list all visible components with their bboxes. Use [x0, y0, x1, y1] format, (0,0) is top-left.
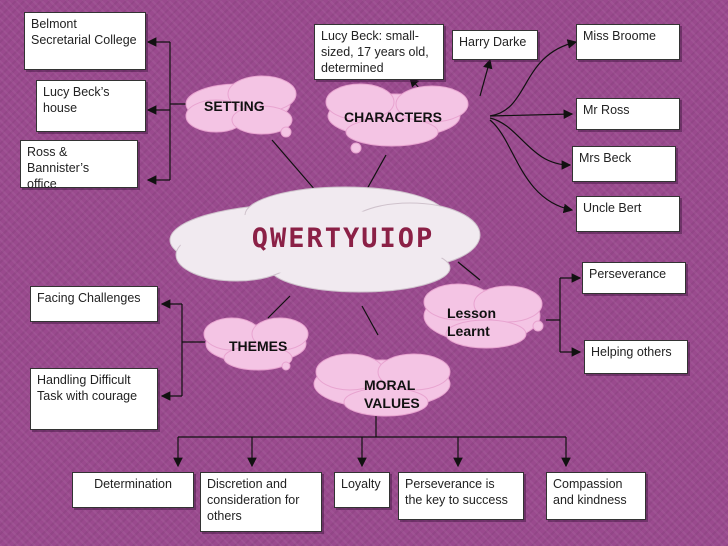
- theme-item-text: Handling Difficult Task with courage: [37, 373, 138, 403]
- connector-harry: [479, 58, 493, 97]
- theme-item-text: Facing Challenges: [37, 291, 141, 305]
- setting-item: Ross & Bannister’s office: [20, 140, 138, 191]
- setting-label: SETTING: [204, 98, 265, 114]
- connector-bert: [489, 119, 574, 214]
- themes-bracket: [181, 304, 205, 396]
- setting-item-text: Belmont Secretarial College: [31, 17, 137, 47]
- theme-item: Facing Challenges: [30, 286, 158, 322]
- setting-item-text: Ross & Bannister’s office: [27, 145, 90, 191]
- lesson-learnt-label: Lesson Learnt: [447, 305, 497, 339]
- moral-item-text: Determination: [94, 477, 172, 491]
- setting-item: Belmont Secretarial College: [24, 12, 146, 70]
- connector-lesson: [457, 261, 481, 281]
- theme-item: Handling Difficult Task with courage: [30, 368, 158, 430]
- moral-item-text: Loyalty: [341, 477, 381, 491]
- connector-broome: [489, 39, 578, 117]
- lesson-item: Helping others: [584, 340, 688, 374]
- moral-item-text: Compassion and kindness: [553, 477, 627, 507]
- character-item: Mrs Beck: [572, 146, 676, 182]
- character-item-text: Mr Ross: [583, 103, 630, 117]
- character-item: Lucy Beck: small- sized, 17 years old, d…: [314, 24, 444, 80]
- setting-item: Lucy Beck’s house: [36, 80, 146, 132]
- character-item-text: Harry Darke: [459, 35, 527, 49]
- character-item: Miss Broome: [576, 24, 680, 60]
- moral-item-text: Discretion and consideration for others: [207, 477, 300, 523]
- moral-item-text: Perseverance is the key to success: [405, 477, 508, 507]
- moral-item: Loyalty: [334, 472, 390, 508]
- lesson-item-text: Perseverance: [589, 267, 667, 281]
- character-item: Harry Darke: [452, 30, 538, 60]
- character-item: Uncle Bert: [576, 196, 680, 232]
- themes-label: THEMES: [229, 338, 288, 354]
- moral-item: Compassion and kindness: [546, 472, 646, 520]
- moral-item: Determination: [72, 472, 194, 508]
- setting-item-text: Lucy Beck’s house: [43, 85, 110, 115]
- lesson-bubble: [423, 283, 544, 349]
- character-item-text: Mrs Beck: [579, 151, 632, 165]
- center-title: QWERTYUIOP: [251, 223, 435, 254]
- moral-tree: [178, 412, 566, 438]
- connector-moral: [361, 305, 379, 336]
- moral-item: Discretion and consideration for others: [200, 472, 322, 532]
- lesson-item: Perseverance: [582, 262, 686, 294]
- character-item: Mr Ross: [576, 98, 680, 130]
- connector-ross: [489, 109, 574, 120]
- moral-bubble: [313, 353, 451, 417]
- character-item-text: Lucy Beck: small- sized, 17 years old, d…: [321, 29, 429, 75]
- moral-item: Perseverance is the key to success: [398, 472, 524, 520]
- connector-mrsbeck: [489, 117, 572, 170]
- characters-label: CHARACTERS: [344, 109, 442, 125]
- connector-themes: [267, 295, 291, 319]
- character-item-text: Miss Broome: [583, 29, 656, 43]
- moral-values-label: MORAL VALUES: [364, 377, 420, 411]
- setting-bubble: [185, 75, 297, 138]
- characters-bubble: [325, 83, 469, 154]
- themes-bubble: [203, 317, 309, 371]
- character-item-text: Uncle Bert: [583, 201, 642, 215]
- lesson-bracket: [546, 278, 561, 352]
- lesson-item-text: Helping others: [591, 345, 672, 359]
